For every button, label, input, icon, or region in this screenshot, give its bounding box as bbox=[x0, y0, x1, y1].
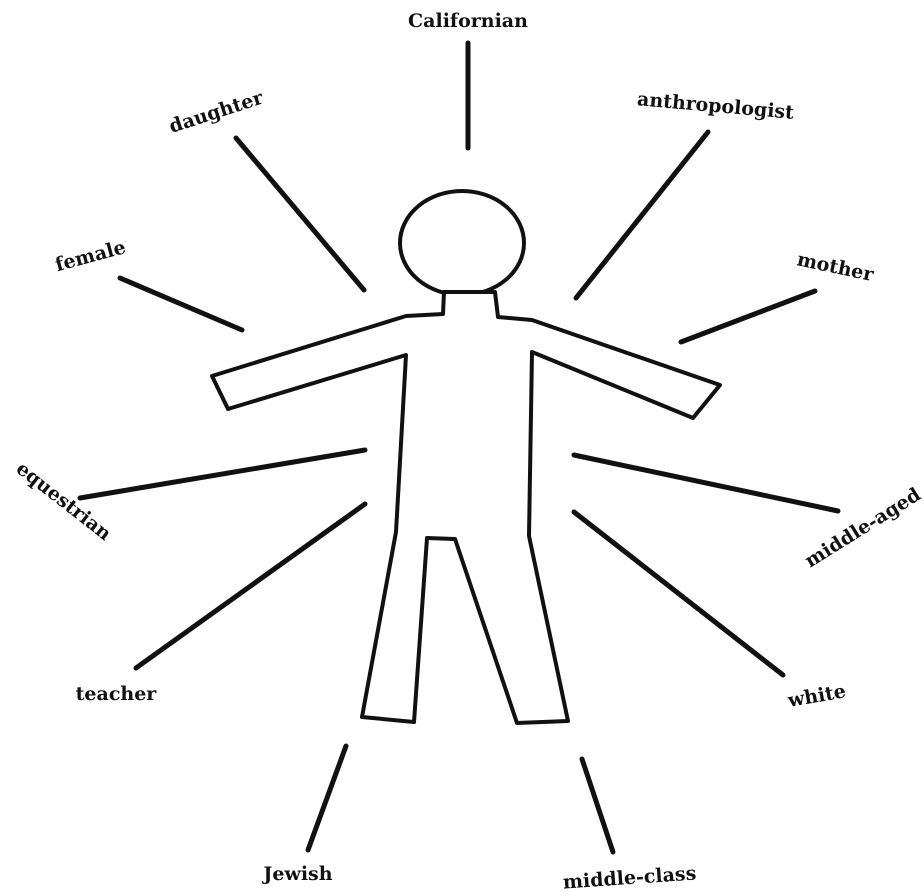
label-jewish: Jewish bbox=[261, 863, 332, 885]
spoke-white bbox=[571, 509, 786, 678]
label-white: white bbox=[785, 680, 847, 712]
spoke-mother bbox=[678, 288, 818, 345]
figure-body bbox=[210, 290, 722, 725]
label-mother: mother bbox=[795, 248, 876, 286]
label-californian: Californian bbox=[408, 10, 528, 32]
spoke-daughter bbox=[233, 135, 367, 293]
label-teacher: teacher bbox=[76, 683, 158, 705]
spokes bbox=[77, 40, 841, 855]
spoke-jewish bbox=[305, 743, 349, 853]
label-middle-aged: middle-aged bbox=[801, 484, 924, 573]
label-female: female bbox=[53, 236, 128, 276]
spoke-middle-class bbox=[579, 756, 616, 855]
label-anthropologist: anthropologist bbox=[636, 88, 795, 124]
figure-head bbox=[398, 189, 526, 297]
spoke-female bbox=[117, 275, 245, 333]
spoke-anthropologist bbox=[573, 129, 711, 301]
spoke-middle-aged bbox=[571, 452, 841, 514]
label-middle-class: middle-class bbox=[562, 862, 697, 893]
spoke-equestrian bbox=[77, 447, 368, 501]
label-daughter: daughter bbox=[166, 86, 266, 137]
label-equestrian: equestrian bbox=[12, 457, 116, 545]
spoke-teacher bbox=[133, 501, 368, 671]
person-figure bbox=[210, 189, 722, 725]
